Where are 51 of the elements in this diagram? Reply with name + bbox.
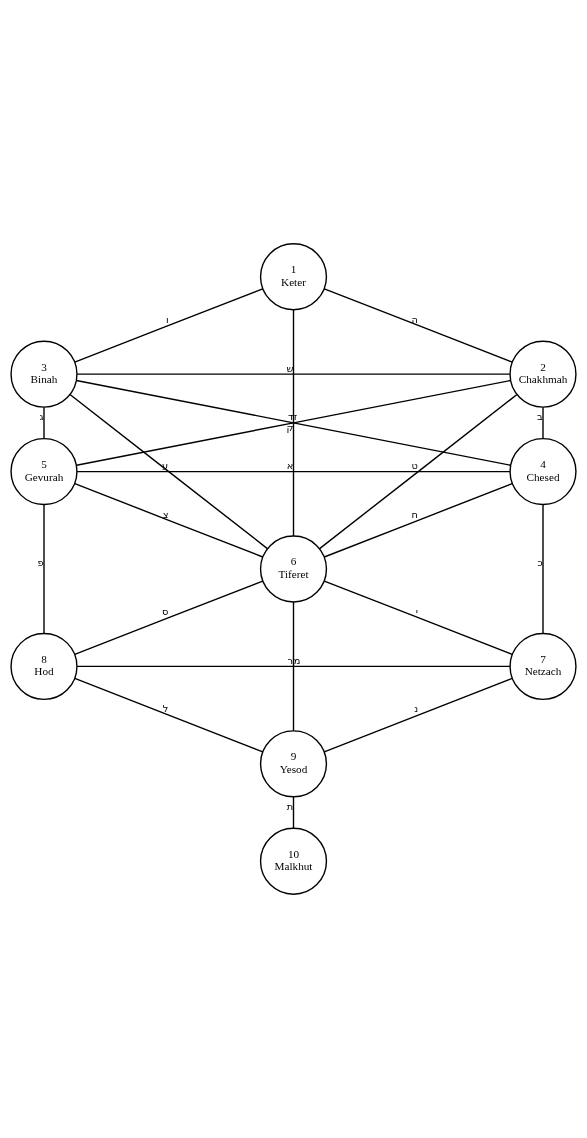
connector (69, 393, 269, 550)
node-circle: 7 Netzach (509, 632, 577, 701)
edge-label: ס (162, 606, 169, 618)
node-circle: 4 Chesed (509, 437, 577, 506)
connector (323, 288, 513, 363)
edge-label: ז (293, 411, 298, 423)
connector (542, 406, 544, 440)
connector (323, 677, 513, 753)
edge-label: ח (411, 508, 418, 520)
edge-label: ג (39, 411, 44, 423)
connector (292, 601, 295, 732)
connector (542, 503, 544, 634)
node-circle: 8 Hod (10, 632, 78, 701)
edge-label: ו (165, 313, 169, 325)
connector (74, 288, 264, 363)
edge-label: כ (537, 557, 543, 569)
edge-label: ט (411, 459, 418, 471)
connector (74, 482, 264, 558)
connector (75, 379, 512, 466)
node-circle: 2 Chakhmah (509, 340, 577, 408)
edge-label: צ (162, 508, 169, 520)
edge-label: ת (286, 800, 294, 812)
edge-label: א (286, 459, 294, 471)
connector (292, 309, 295, 537)
connector (76, 470, 511, 473)
node-circle: 5 Gevurah (10, 437, 78, 506)
edge-label: ד (288, 411, 294, 423)
edge-label: ר (287, 654, 294, 666)
connector (74, 580, 264, 656)
node-circle: 9 Yesod (259, 730, 328, 798)
node-circle: 1 Keter (259, 243, 328, 311)
edge-label: י (415, 606, 418, 618)
edge-label: פ (37, 557, 44, 569)
connector (43, 503, 45, 634)
connector (323, 580, 513, 656)
edge-label: ק (286, 421, 294, 433)
node-circle: 6 Tiferet (259, 535, 328, 603)
edge-label: נ (414, 703, 419, 715)
node-circle: 3 Binah (10, 340, 78, 408)
connector (76, 665, 511, 668)
connector (76, 373, 511, 375)
connector (74, 677, 264, 753)
connector (43, 406, 45, 440)
connector (292, 796, 295, 829)
connector (323, 482, 513, 558)
node-circle: 10 Malkhut (259, 827, 328, 895)
edge-label: ה (411, 313, 418, 325)
edge-label: ל (162, 703, 169, 715)
edge-label: ש (286, 362, 294, 374)
edge-label: מ (293, 654, 301, 666)
connector (318, 393, 518, 550)
